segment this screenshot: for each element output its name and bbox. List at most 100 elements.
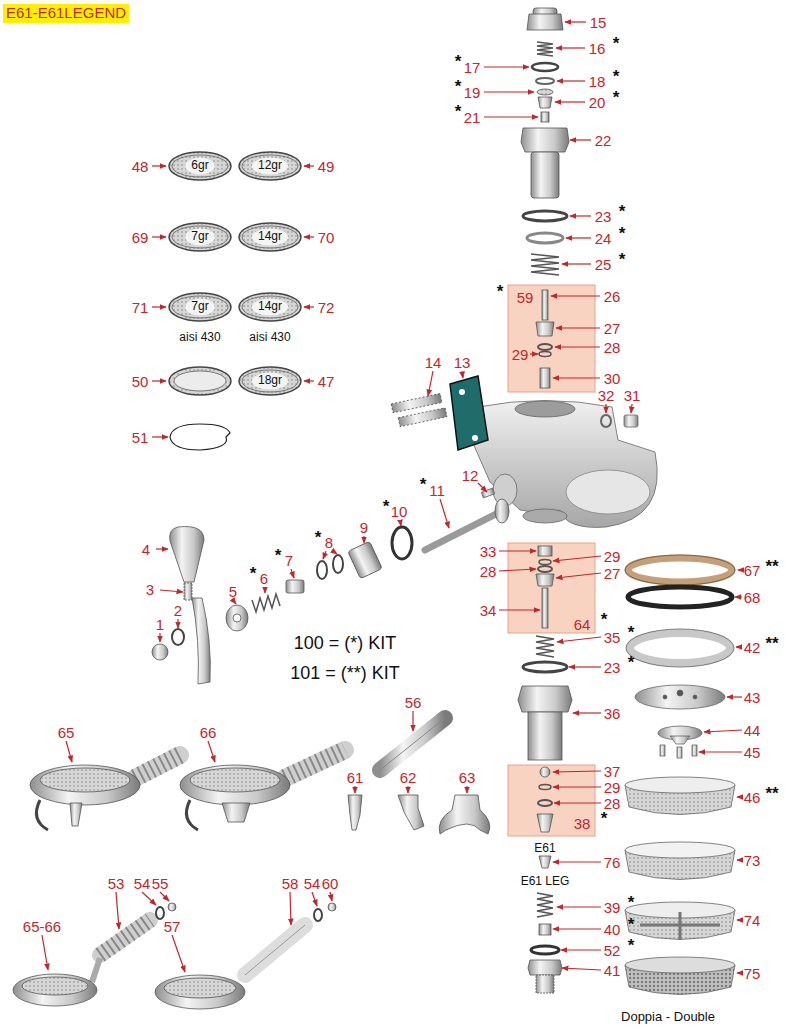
valve-column-bottom — [528, 712, 562, 760]
dispersion-parts — [692, 745, 697, 756]
basket-rim — [239, 293, 301, 321]
group-head-body — [515, 401, 575, 417]
callout-number: 22 — [595, 133, 612, 148]
callout-number: 74 — [744, 913, 761, 928]
callout-number: 62 — [400, 770, 417, 785]
leader-line — [152, 436, 168, 437]
callout-number: 65-66 — [23, 919, 61, 934]
leader-line — [142, 892, 156, 905]
callout-number: 63 — [459, 770, 476, 785]
valve-column-top — [538, 97, 552, 108]
basket-rim — [169, 223, 231, 251]
leader-line — [363, 536, 364, 543]
kit-asterisk: * — [497, 283, 504, 300]
portafilter-drawing — [168, 903, 176, 911]
kit-asterisk: * — [619, 251, 626, 268]
callout-number: 12 — [462, 468, 479, 483]
callout-number: 51 — [132, 430, 149, 445]
callout-number: 27 — [604, 321, 621, 336]
lever-assembly — [252, 594, 280, 612]
callout-number: 34 — [480, 603, 497, 618]
callout-number: 41 — [604, 963, 621, 978]
leader-line — [462, 371, 463, 378]
basket-inner-rim — [242, 370, 298, 392]
leader-line — [412, 711, 413, 731]
dispersion-parts — [626, 629, 734, 667]
leader-line — [570, 139, 591, 140]
kit-asterisk: * — [420, 476, 427, 493]
valve-column-bottom — [539, 924, 551, 935]
basket-text-group: 14gr — [258, 300, 282, 313]
kit-asterisk: * — [601, 810, 608, 827]
filter-basket-drawing — [170, 424, 230, 450]
valve-column-bottom — [539, 785, 551, 790]
callout-number: 43 — [744, 690, 761, 705]
portafilter-drawing — [155, 975, 245, 1009]
lever-assembly — [392, 527, 412, 559]
basket-rim — [239, 152, 301, 180]
kit-asterisk: * — [619, 203, 626, 220]
label-patch — [185, 157, 214, 174]
leader-line — [555, 346, 600, 347]
basket-text-group: 12gr — [258, 159, 282, 172]
leader-line — [323, 551, 326, 559]
basket-weight: 18gr — [258, 374, 282, 387]
studs-and-gasket — [459, 389, 465, 395]
kit-asterisk: * — [613, 89, 620, 106]
leader-line — [557, 637, 601, 642]
callout-number: 18 — [589, 74, 606, 89]
dispersion-parts — [628, 587, 732, 607]
callout-number: 44 — [744, 723, 761, 738]
callout-number: 65 — [58, 725, 75, 740]
leader-line — [264, 587, 265, 593]
leader-line — [557, 80, 585, 81]
valve-column-bottom — [540, 767, 550, 777]
filter-basket: 7gr — [168, 222, 232, 252]
leader-line — [573, 712, 601, 713]
lever-assembly — [286, 580, 304, 593]
filter-basket-drawing — [169, 367, 231, 395]
callout-number: 68 — [744, 590, 761, 605]
portafilter-drawing — [92, 958, 100, 982]
callout-number: 1 — [156, 617, 164, 632]
leader-line — [499, 569, 536, 571]
kit-asterisk: * — [275, 547, 282, 564]
leader-line — [553, 786, 601, 787]
callout-number: 73 — [744, 853, 761, 868]
group-head-body — [523, 509, 567, 523]
portafilter-drawing — [398, 795, 424, 830]
studs-and-gasket — [450, 376, 488, 450]
leader-line — [484, 116, 538, 117]
leader-line — [440, 499, 449, 528]
dispersion-parts — [693, 695, 697, 699]
callout-number: 47 — [318, 374, 335, 389]
kit-asterisk: * — [628, 894, 635, 911]
basket-rim — [239, 223, 301, 251]
portafilter-drawing — [13, 718, 490, 1009]
callout-number: 45 — [744, 745, 761, 760]
callout-number: 57 — [164, 919, 181, 934]
callout-number: 29 — [604, 780, 621, 795]
valve-column-bottom — [518, 686, 572, 712]
callout-number: 36 — [604, 706, 621, 721]
portafilter-drawing — [222, 803, 250, 822]
leader-line — [570, 215, 591, 216]
valve-column-top — [536, 322, 554, 336]
callout-number: 69 — [132, 230, 149, 245]
leader-line — [312, 892, 317, 906]
callout-number: 33 — [480, 544, 497, 559]
portafilter-drawing — [22, 977, 88, 995]
callout-number: 24 — [595, 231, 612, 246]
callout-number: 32 — [598, 388, 615, 403]
portafilter-drawing — [180, 765, 290, 805]
kit-asterisk: * — [455, 53, 462, 70]
lever-assembly — [495, 499, 509, 523]
basket-rim — [239, 367, 301, 395]
portafilter-drawing — [135, 755, 180, 778]
dispersion-parts — [660, 745, 665, 756]
valve-column-bottom — [531, 946, 559, 954]
group-head-body — [624, 415, 638, 427]
studs-and-gasket — [391, 376, 488, 450]
callout-number: 61 — [347, 770, 364, 785]
